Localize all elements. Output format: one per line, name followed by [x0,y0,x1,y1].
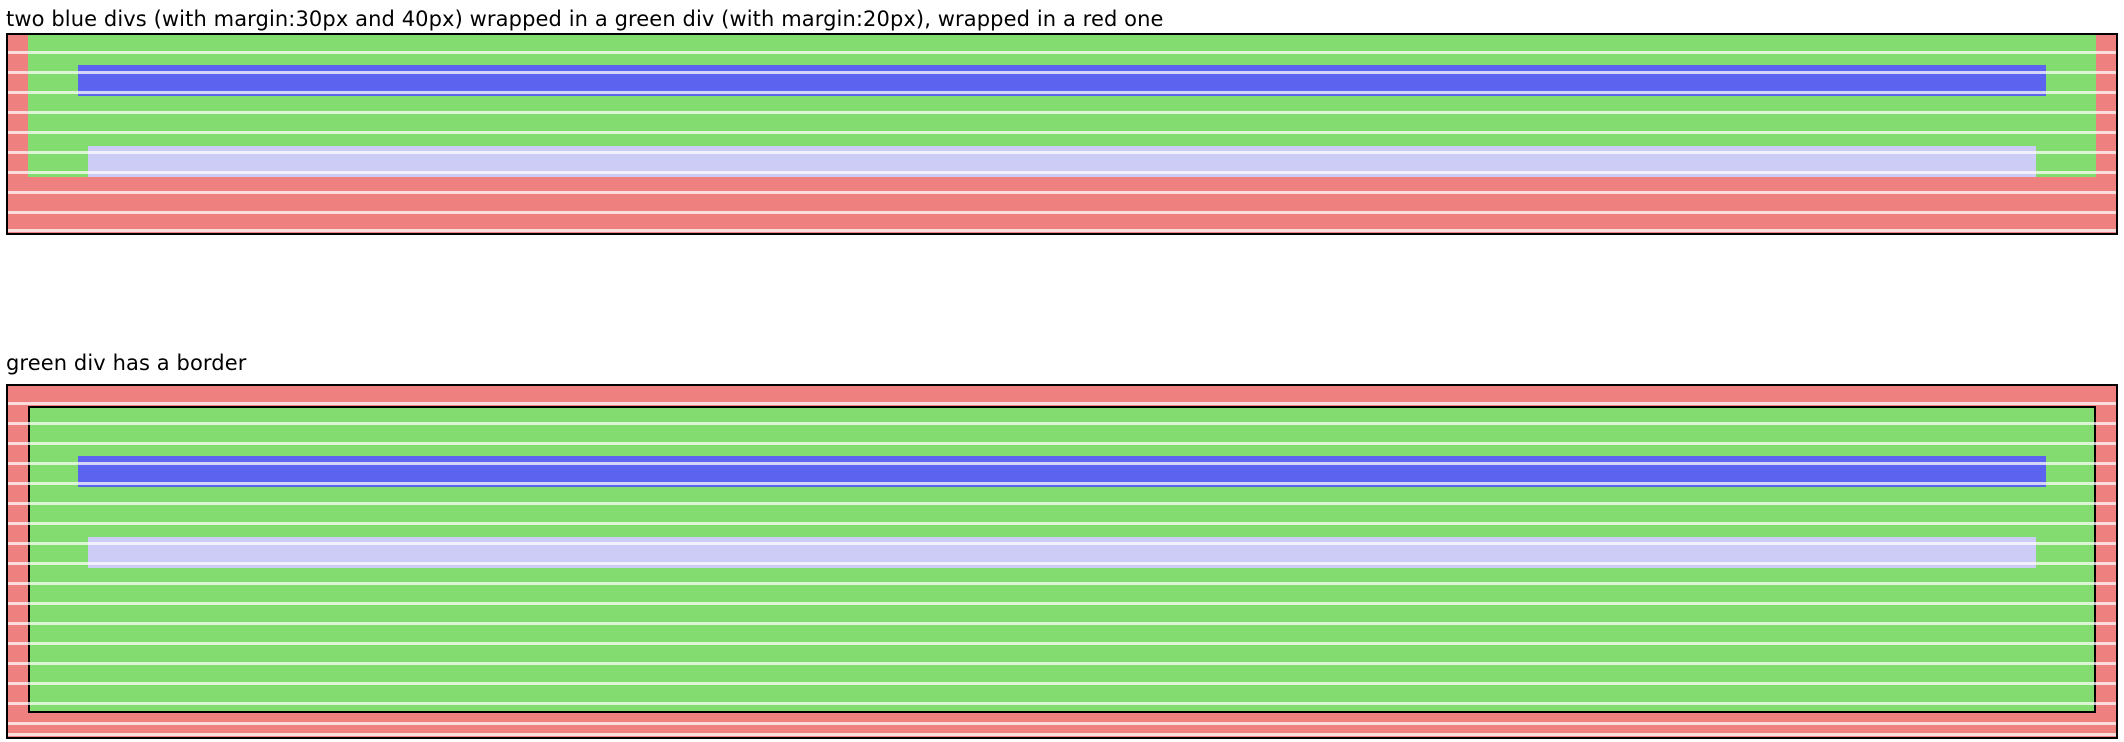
blue-div-1-second [88,146,2036,177]
caption-collapsing-margins: two blue divs (with margin:30px and 40px… [6,7,1164,31]
green-div-1 [28,35,2096,177]
caption-bordered-green-div: green div has a border [6,351,247,375]
blue-div-1-first [78,65,2046,96]
red-div-1 [8,35,2116,233]
demo-box-collapsing-margins [6,33,2118,235]
blue-div-2-first [78,456,2046,487]
blue-div-2-second [88,537,2036,568]
red-div-2 [8,386,2116,737]
demo-box-bordered-green-div [6,384,2118,739]
green-div-2 [28,406,2096,713]
